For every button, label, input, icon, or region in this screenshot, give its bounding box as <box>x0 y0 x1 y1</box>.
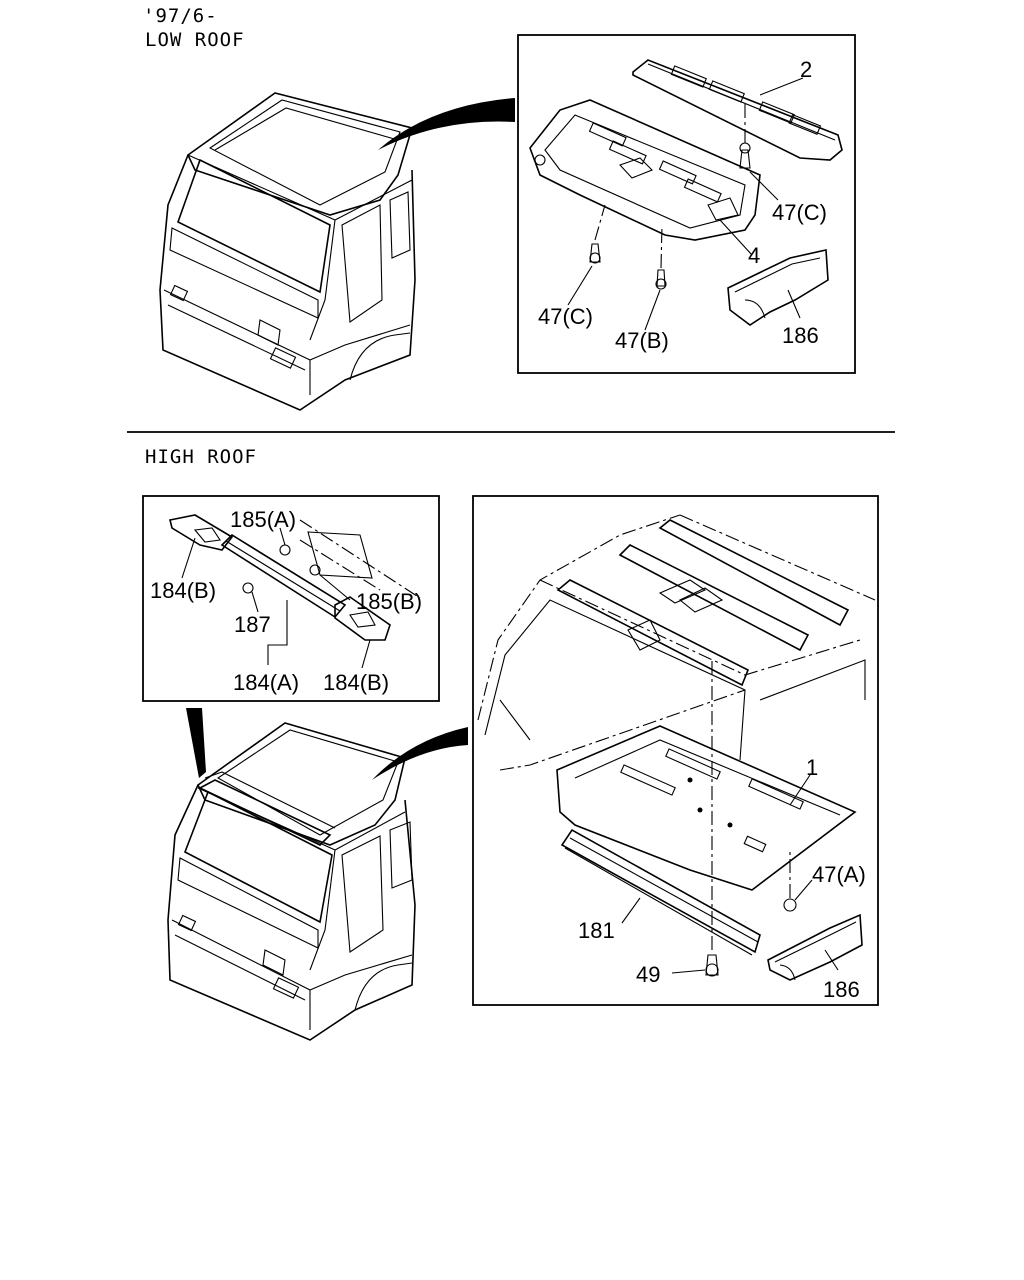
date-range-header: '97/6- <box>143 5 218 27</box>
high-roof-left-detail-box <box>142 495 440 702</box>
high-roof-right-pointer <box>372 727 468 780</box>
callout-4: 4 <box>748 243 760 268</box>
callout-184b-right: 184(B) <box>323 670 389 695</box>
callout-2: 2 <box>800 57 812 82</box>
high-roof-cab-illustration <box>167 722 416 1041</box>
callout-186-low: 186 <box>782 323 819 348</box>
callout-186-high: 186 <box>823 977 860 1002</box>
callout-187: 187 <box>234 612 271 637</box>
callout-49: 49 <box>636 962 660 987</box>
high-roof-right-detail-box <box>472 495 879 1006</box>
high-roof-right-detail-parts <box>477 514 876 981</box>
callout-185a: 185(A) <box>230 507 296 532</box>
low-roof-pointer <box>378 98 515 150</box>
callout-1: 1 <box>806 755 818 780</box>
high-roof-left-pointer <box>186 708 206 778</box>
low-roof-detail-parts <box>529 59 843 331</box>
callout-184a: 184(A) <box>233 670 299 695</box>
low-roof-cab-illustration <box>159 92 416 411</box>
callout-181: 181 <box>578 918 615 943</box>
callout-184b-left: 184(B) <box>150 578 216 603</box>
low-roof-header: LOW ROOF <box>145 29 245 51</box>
high-roof-left-detail-parts <box>169 514 421 669</box>
low-roof-detail-box <box>517 34 856 374</box>
high-roof-header: HIGH ROOF <box>145 446 257 468</box>
callout-47b: 47(B) <box>615 328 669 353</box>
callout-185b: 185(B) <box>356 589 422 614</box>
callout-47a: 47(A) <box>812 862 866 887</box>
callout-47c-left: 47(C) <box>538 304 593 329</box>
callout-47c-right: 47(C) <box>772 200 827 225</box>
